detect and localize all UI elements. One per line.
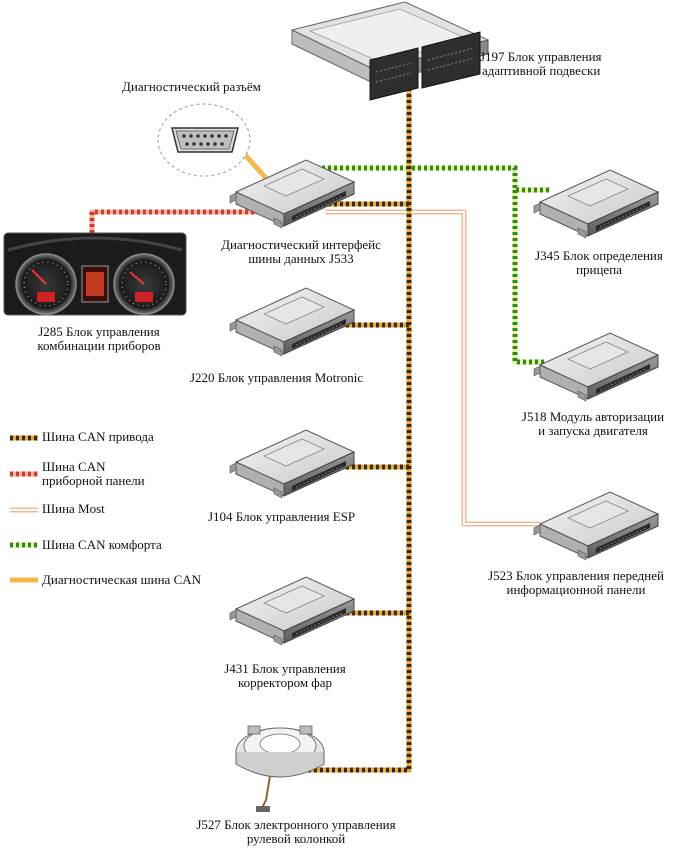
legend-diag: Диагностическая шина CAN [42,572,202,587]
j220-ecu [229,287,355,357]
j518-ecu [533,332,659,402]
j104-ecu [229,429,355,499]
label-j197-line1: J197 Блок управления [480,49,602,64]
can-dash-line [89,209,260,233]
label-j197-line2: адаптивной подвески [482,63,601,78]
label-j431: J431 Блок управления корректором фар [200,662,370,690]
label-j285: J285 Блок управления комбинации приборов [14,325,184,353]
label-j345-line2: прицепа [576,262,622,277]
label-j431-line2: корректором фар [237,675,332,690]
j197-ecu [290,1,490,101]
label-j518-line1: J518 Модуль авторизации [521,409,665,424]
legend-can-dash-line1: Шина CAN [42,459,106,474]
j523-ecu [533,491,659,561]
legend-comfort: Шина CAN комфорта [42,537,162,552]
label-j523-line1: J523 Блок управления передней [488,568,664,583]
label-j527-line2: рулевой колонкой [246,831,346,846]
legend-can-dash: Шина CAN приборной панели [42,460,145,488]
j345-ecu [533,169,659,239]
label-j431-line1: J431 Блок управления [224,661,346,676]
label-j518-line2: и запуска двигателя [538,423,648,438]
label-j533-line1: Диагностический интерфейс [221,237,381,252]
j431-ecu [229,576,355,646]
label-j533: Диагностический интерфейс шины данных J5… [196,238,406,266]
label-diag-connector: Диагностический разъём [122,79,261,94]
label-j104: J104 Блок управления ESP [208,509,356,524]
label-j518: J518 Модуль авторизации и запуска двигат… [500,410,686,438]
label-j345: J345 Блок определения прицепа [514,249,684,277]
legend-most: Шина Most [42,501,105,516]
label-j527-line1: J527 Блок электронного управления [196,817,396,832]
label-j533-line2: шины данных J533 [248,251,354,266]
instrument-cluster [3,232,187,316]
legend-can-dash-line2: приборной панели [42,473,145,488]
label-j197: J197 Блок управления адаптивной подвески [480,50,640,78]
label-j285-line1: J285 Блок управления [38,324,160,339]
label-j345-line1: J345 Блок определения [535,248,663,263]
legend-can-drive: Шина CAN привода [42,429,154,444]
label-j523-line2: информационной панели [506,582,646,597]
label-j220: J220 Блок управления Motronic [190,370,364,385]
label-j523: J523 Блок управления передней информацио… [466,569,686,597]
label-j527: J527 Блок электронного управления рулево… [166,818,426,846]
j527-steering-module [235,725,325,812]
diagnostic-connector [157,103,251,177]
label-j285-line2: комбинации приборов [37,338,161,353]
